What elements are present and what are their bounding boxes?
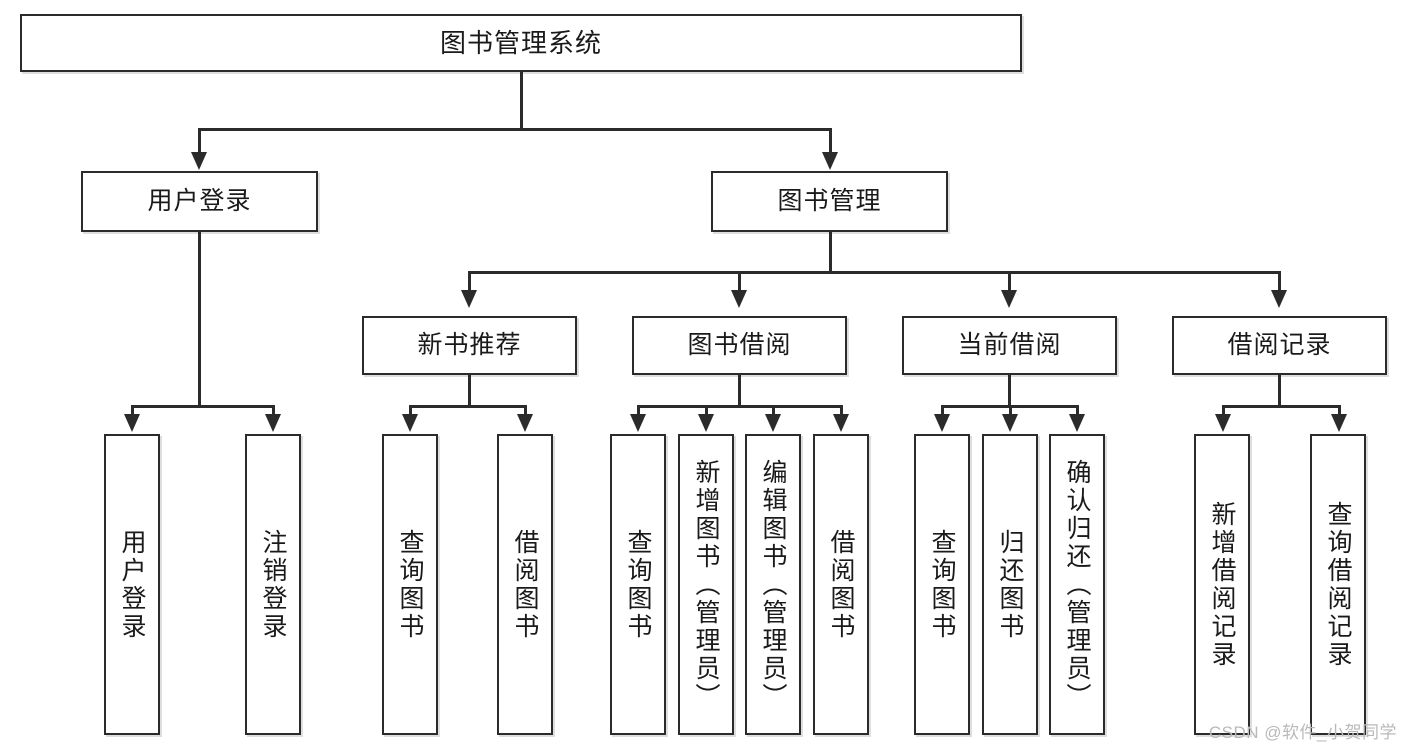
leaf-borrow-book-2-label: 借阅图书	[827, 528, 855, 641]
connector-drop-leaf-user-login	[131, 405, 134, 417]
node-user-login-label: 用户登录	[147, 186, 252, 215]
connector-level2-bus	[198, 128, 832, 131]
arrow-down-new-book-rec	[461, 290, 477, 308]
leaf-return-book[interactable]: 归还图书	[982, 434, 1038, 735]
node-root-label: 图书管理系统	[439, 27, 602, 58]
node-book-management[interactable]: 图书管理	[711, 171, 948, 232]
connector-level3-bus	[468, 271, 1280, 274]
arrow-down-leaf-return-book	[1002, 414, 1018, 432]
connector-drop-leaf-borrow-book-1	[524, 405, 527, 417]
connector-drop-leaf-query-book-2	[637, 405, 640, 417]
connector-book-borrow-bus	[637, 405, 842, 408]
connector-drop-leaf-add-book	[705, 405, 708, 417]
leaf-user-login-label: 用户登录	[118, 528, 146, 641]
leaf-borrow-book-2[interactable]: 借阅图书	[813, 434, 869, 735]
leaf-confirm-return-admin[interactable]: 确认归还（管理员）	[1049, 434, 1105, 735]
leaf-add-borrow-record[interactable]: 新增借阅记录	[1194, 434, 1250, 735]
node-book-borrow[interactable]: 图书借阅	[632, 316, 847, 375]
arrow-down-book-borrow	[731, 290, 747, 308]
arrow-down-leaf-confirm-return	[1069, 414, 1085, 432]
leaf-query-book-2-label: 查询图书	[624, 528, 652, 641]
leaf-add-borrow-record-label: 新增借阅记录	[1208, 500, 1236, 669]
arrow-down-user-login	[191, 152, 207, 170]
connector-drop-leaf-logout	[272, 405, 275, 417]
arrow-down-leaf-query-book-1	[402, 414, 418, 432]
node-current-borrow-label: 当前借阅	[957, 330, 1062, 359]
connector-current-borrow-stem	[1008, 375, 1011, 407]
arrow-down-leaf-logout	[265, 414, 281, 432]
leaf-return-book-label: 归还图书	[996, 528, 1024, 641]
connector-drop-book-mgmt	[829, 128, 832, 156]
leaf-borrow-book-1-label: 借阅图书	[511, 528, 539, 641]
leaf-borrow-book-1[interactable]: 借阅图书	[497, 434, 553, 735]
leaf-user-login[interactable]: 用户登录	[104, 434, 160, 735]
connector-drop-leaf-borrow-book-2	[840, 405, 843, 417]
node-book-borrow-label: 图书借阅	[687, 330, 792, 359]
node-borrow-record-label: 借阅记录	[1227, 330, 1332, 359]
connector-drop-current-borrow	[1008, 271, 1011, 293]
connector-drop-borrow-record	[1278, 271, 1281, 293]
connector-new-book-rec-bus	[409, 405, 527, 408]
arrow-down-book-mgmt	[822, 152, 838, 170]
leaf-confirm-return-admin-label: 确认归还（管理员）	[1063, 458, 1091, 711]
arrow-down-current-borrow	[1001, 290, 1017, 308]
leaf-query-book-1[interactable]: 查询图书	[382, 434, 438, 735]
leaf-query-book-2[interactable]: 查询图书	[610, 434, 666, 735]
arrow-down-leaf-add-record	[1215, 414, 1231, 432]
leaf-query-borrow-record[interactable]: 查询借阅记录	[1310, 434, 1366, 735]
node-borrow-record[interactable]: 借阅记录	[1172, 316, 1387, 375]
leaf-query-borrow-record-label: 查询借阅记录	[1324, 500, 1352, 669]
connector-root-stem	[520, 72, 523, 130]
node-new-book-recommend-label: 新书推荐	[417, 330, 522, 359]
arrow-down-leaf-query-book-2	[630, 414, 646, 432]
csdn-watermark: CSDN @软件_小贺同学	[1208, 723, 1397, 742]
connector-borrow-record-bus	[1222, 405, 1340, 408]
leaf-edit-book-admin[interactable]: 编辑图书（管理员）	[745, 434, 801, 735]
arrow-down-leaf-query-record	[1331, 414, 1347, 432]
arrow-down-leaf-query-book-3	[934, 414, 950, 432]
leaf-query-book-3-label: 查询图书	[928, 528, 956, 641]
connector-drop-leaf-query-record	[1338, 405, 1341, 417]
leaf-add-book-admin[interactable]: 新增图书（管理员）	[678, 434, 734, 735]
connector-drop-leaf-query-book-3	[941, 405, 944, 417]
connector-drop-leaf-query-book-1	[409, 405, 412, 417]
arrow-down-leaf-borrow-book-1	[517, 414, 533, 432]
leaf-edit-book-admin-label: 编辑图书（管理员）	[759, 458, 787, 711]
connector-user-login-stem	[198, 232, 201, 407]
connector-borrow-record-stem	[1278, 375, 1281, 407]
connector-drop-leaf-add-record	[1222, 405, 1225, 417]
node-current-borrow[interactable]: 当前借阅	[902, 316, 1117, 375]
connector-book-borrow-stem	[738, 375, 741, 407]
leaf-logout[interactable]: 注销登录	[245, 434, 301, 735]
leaf-query-book-1-label: 查询图书	[396, 528, 424, 641]
connector-drop-leaf-confirm-return	[1076, 405, 1079, 417]
connector-book-mgmt-stem	[829, 232, 832, 273]
node-book-management-label: 图书管理	[777, 186, 882, 215]
node-root[interactable]: 图书管理系统	[20, 14, 1022, 72]
node-user-login[interactable]: 用户登录	[81, 171, 318, 232]
connector-drop-new-book-rec	[468, 271, 471, 293]
leaf-logout-label: 注销登录	[259, 528, 287, 641]
arrow-down-leaf-borrow-book-2	[833, 414, 849, 432]
arrow-down-leaf-user-login	[124, 414, 140, 432]
connector-new-book-rec-stem	[468, 375, 471, 407]
leaf-add-book-admin-label: 新增图书（管理员）	[692, 458, 720, 711]
arrow-down-leaf-add-book	[698, 414, 714, 432]
connector-drop-user-login	[198, 128, 201, 156]
connector-drop-leaf-return-book	[1009, 405, 1012, 417]
connector-user-login-bus	[131, 405, 275, 408]
arrow-down-leaf-edit-book	[765, 414, 781, 432]
connector-drop-book-borrow	[738, 271, 741, 293]
arrow-down-borrow-record	[1271, 290, 1287, 308]
node-new-book-recommend[interactable]: 新书推荐	[362, 316, 577, 375]
leaf-query-book-3[interactable]: 查询图书	[914, 434, 970, 735]
connector-drop-leaf-edit-book	[772, 405, 775, 417]
